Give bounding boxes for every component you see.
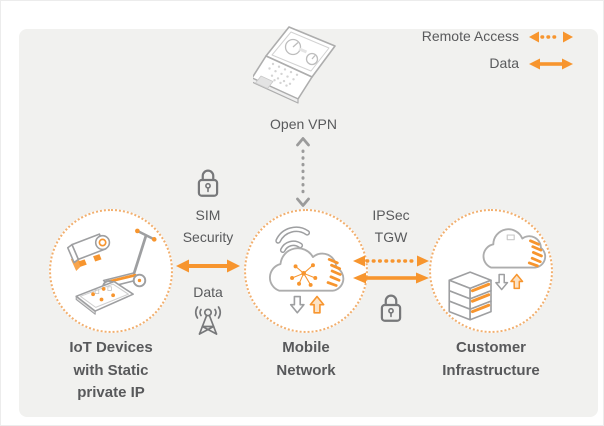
sim-security-label: SIM Security	[182, 207, 234, 245]
iot-devices-icon	[66, 228, 157, 315]
customer-infrastructure-title: Customer Infrastructure	[442, 339, 540, 379]
mobile-customer-remote-arrow-icon	[353, 255, 429, 267]
legend-remote-access-label: Remote Access	[421, 28, 519, 44]
ipsec-tgw-label: IPSec TGW	[372, 207, 410, 245]
legend-item-data: Data	[489, 54, 573, 73]
iot-mobile-data-arrow-icon	[176, 259, 240, 273]
vpn-remote-access-arrow-icon	[296, 137, 310, 207]
laptop-dashboard-icon	[253, 26, 336, 104]
legend: Remote Access Data	[422, 27, 573, 73]
legend-data-label: Data	[489, 55, 519, 71]
lock-icon	[380, 294, 402, 322]
iot-devices-title: IoT Devices with Static private IP	[69, 339, 153, 401]
mobile-network-title: Mobile Network	[276, 339, 336, 379]
legend-item-remote-access: Remote Access	[422, 27, 573, 46]
customer-cloud-servers-icon	[448, 228, 547, 321]
open-vpn-label: Open VPN	[270, 116, 337, 132]
mobile-customer-data-arrow-icon	[353, 272, 429, 284]
lock-icon	[197, 169, 219, 197]
antenna-icon	[194, 306, 222, 335]
solid-double-arrow-icon	[529, 58, 573, 69]
dotted-double-arrow-icon	[529, 31, 573, 42]
iot-devices-node	[49, 209, 173, 333]
iot-mobile-data-label: Data	[193, 284, 223, 300]
mobile-network-cloud-icon	[268, 226, 345, 314]
